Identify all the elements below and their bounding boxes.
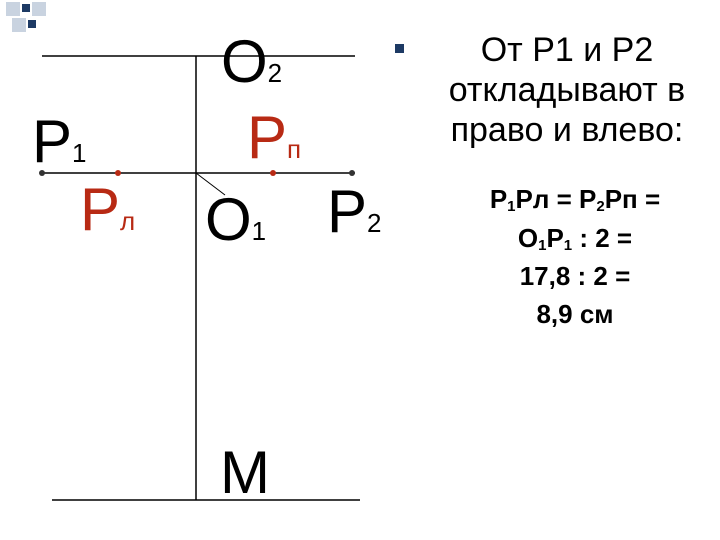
bullet-line: От Р1 и Р2: [480, 31, 654, 69]
label-o1-main: О: [205, 186, 252, 253]
corner-square: [12, 18, 26, 32]
point-pn: [270, 170, 276, 176]
label-pn: Рп: [247, 108, 301, 168]
label-p1-sub: 1: [72, 138, 87, 168]
calc-sub: 1: [563, 237, 573, 254]
label-pn-main: Р: [247, 104, 288, 171]
label-o2-sub: 2: [267, 58, 283, 88]
bullet-line: откладывают в: [448, 71, 686, 109]
calc-sub: 1: [538, 237, 547, 254]
label-p2-main: Р: [327, 178, 368, 245]
calc-term: : 2 =: [572, 223, 633, 253]
label-o1-sub: 1: [251, 216, 267, 246]
corner-decoration: [6, 2, 46, 32]
calc-line-1: Р1Рл = Р2Рп =: [440, 185, 710, 216]
label-m: М: [220, 443, 270, 503]
corner-square: [22, 4, 30, 12]
label-m-main: М: [220, 439, 270, 506]
label-p1: Р1: [32, 112, 87, 172]
point-p2: [349, 170, 355, 176]
corner-square: [28, 20, 36, 28]
point-p1: [39, 170, 45, 176]
bullet-line: право и влево:: [450, 111, 684, 149]
diagonal-tick-line: [195, 172, 226, 196]
calc-line-2: О1Р1 : 2 =: [440, 224, 710, 255]
calc-term: Рп =: [604, 184, 661, 214]
corner-square: [32, 2, 46, 16]
point-pl: [115, 170, 121, 176]
calc-term: Р: [489, 184, 508, 214]
calc-line-4: 8,9 см: [536, 299, 614, 329]
label-pl-sub: л: [120, 206, 136, 236]
calc-term: Рл = Р: [515, 184, 597, 214]
calc-sub: 2: [596, 198, 605, 215]
label-o1: О1: [205, 190, 266, 250]
calc-line-3: 17,8 : 2 =: [519, 261, 631, 291]
label-pl: Рл: [80, 180, 135, 240]
bullet-square-icon: [395, 44, 404, 53]
label-o2: О2: [221, 32, 282, 92]
construction-drawing: [39, 55, 360, 501]
corner-square: [6, 2, 20, 16]
label-p2: Р2: [327, 182, 382, 242]
calc-sub: 1: [507, 198, 516, 215]
label-p1-main: Р: [32, 108, 73, 175]
calc-term: О: [517, 223, 539, 253]
label-o2-main: О: [221, 28, 268, 95]
label-p2-sub: 2: [367, 208, 382, 238]
label-pn-sub: п: [287, 134, 302, 164]
calc-term: Р: [546, 223, 564, 253]
label-pl-main: Р: [80, 176, 121, 243]
bullet-text: От Р1 и Р2 откладывают в право и влево:: [417, 30, 717, 150]
